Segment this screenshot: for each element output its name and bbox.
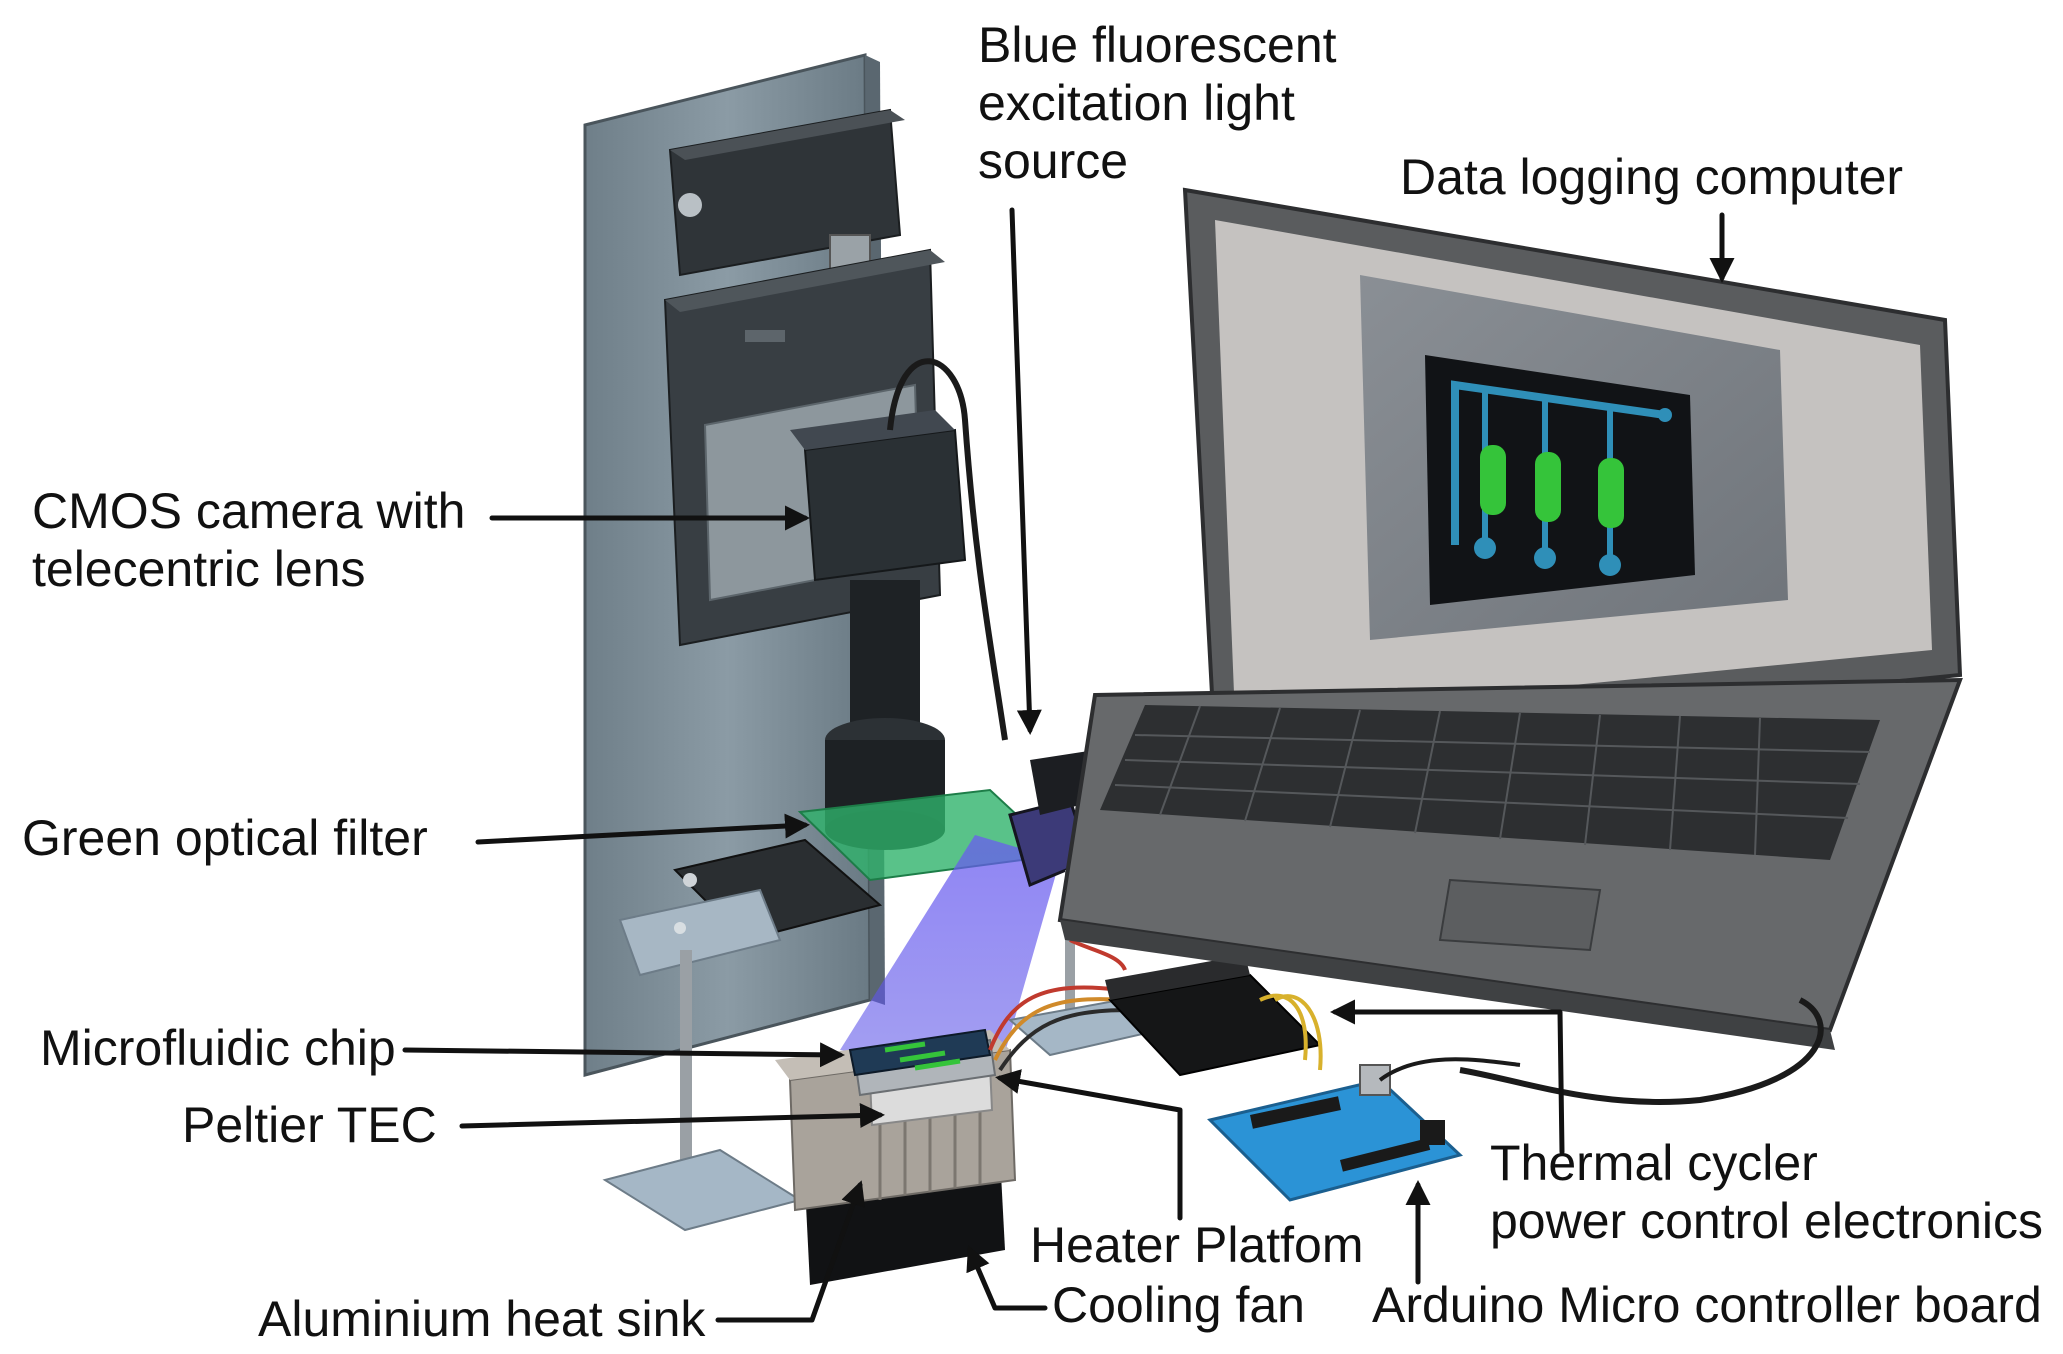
label-data-logging-computer: Data logging computer: [1400, 149, 1903, 205]
label-cooling-fan: Cooling fan: [1052, 1277, 1305, 1333]
label-blue-light-line3: source: [978, 133, 1128, 189]
arrow-aluminium-heat-sink: [715, 1180, 866, 1323]
laptop-keyboard: [1100, 705, 1880, 860]
label-thermal-cycler-line2: power control electronics: [1490, 1193, 2043, 1249]
arrow-cooling-fan: [966, 1245, 1048, 1311]
laptop-computer: [1057, 187, 1963, 1105]
label-arduino-board: Arduino Micro controller board: [1372, 1277, 2042, 1333]
arrow-microfluidic-chip: [402, 1042, 845, 1068]
label-thermal-cycler: Thermal cycler power control electronics: [1490, 1135, 2043, 1249]
arrow-green-filter: [475, 813, 810, 845]
microfluidic-chip: [848, 1028, 992, 1077]
support-arm: [618, 888, 782, 977]
telecentric-lens: [850, 580, 920, 740]
laptop-trackpad: [1438, 878, 1602, 952]
arrow-heater-platform: [995, 1069, 1183, 1221]
laptop-base-edge: [1060, 920, 1835, 1050]
label-peltier-tec: Peltier TEC: [182, 1097, 437, 1153]
label-thermal-cycler-line1: Thermal cycler: [1490, 1135, 1818, 1191]
label-blue-light-line2: excitation light: [978, 75, 1295, 131]
stand-base-left: [602, 1148, 803, 1232]
label-microfluidic-chip: Microfluidic chip: [40, 1020, 396, 1076]
thermal-block: [775, 938, 1131, 1285]
label-cmos-camera: CMOS camera with telecentric lens: [32, 483, 479, 597]
camera-cable: [887, 358, 1008, 741]
arduino-board-assembly: [1207, 1057, 1521, 1202]
label-cmos-line1: CMOS camera with: [32, 483, 465, 539]
label-blue-light-line1: Blue fluorescent: [978, 17, 1337, 73]
excitation-beam: [840, 835, 1060, 1070]
label-blue-light-source: Blue fluorescent excitation light source: [978, 17, 1350, 189]
usb-cable: [1459, 997, 1824, 1105]
arduino-board: [1207, 1078, 1464, 1202]
arrow-peltier: [459, 1103, 885, 1129]
leader-arrows: [402, 207, 1735, 1323]
thermal-cycler-electronics: [1105, 955, 1323, 1077]
arrow-thermal-cycler: [1330, 999, 1565, 1155]
cmos-camera: [803, 428, 967, 582]
label-aluminium-heat-sink: Aluminium heat sink: [258, 1291, 706, 1347]
label-green-optical-filter: Green optical filter: [22, 810, 428, 866]
arrow-blue-light: [1009, 207, 1042, 735]
screen-chip-channels: [1451, 380, 1672, 576]
label-cmos-line2: telecentric lens: [32, 541, 366, 597]
stand-assembly: [583, 53, 1008, 1077]
filter-assembly: [602, 788, 1063, 1232]
label-heater-platform: Heater Platfom: [1030, 1217, 1363, 1273]
